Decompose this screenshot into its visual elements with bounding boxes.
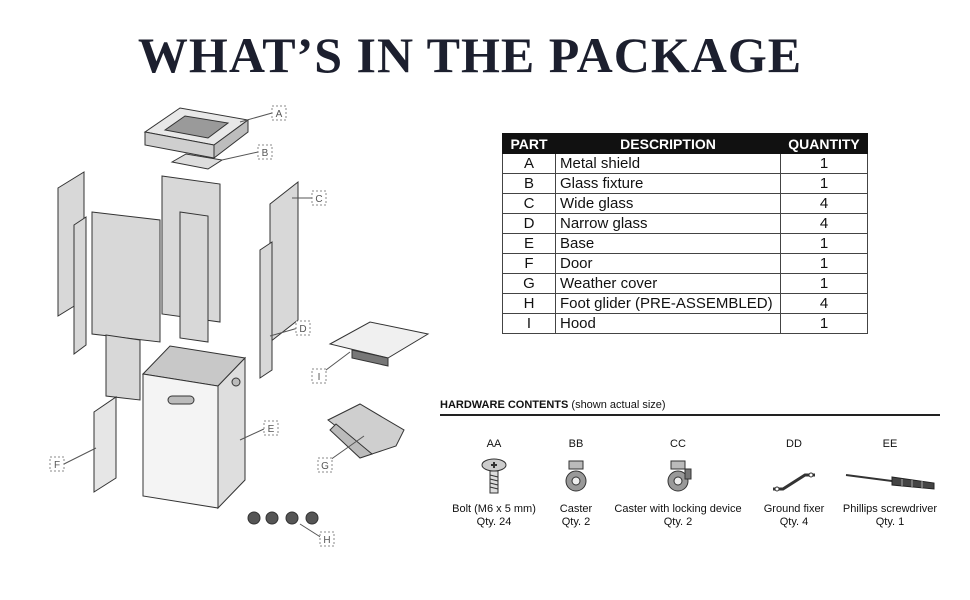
hardware-qty: Qty. 1 <box>875 516 905 528</box>
description-cell: Base <box>555 233 781 254</box>
part-cell: C <box>502 193 556 214</box>
parts-table-header: PART DESCRIPTION QUANTITY <box>502 133 868 154</box>
locking-caster-icon <box>667 460 692 492</box>
foot-gliders-part <box>247 511 319 525</box>
weather-cover-part <box>327 403 405 459</box>
diagram-label-g: G <box>321 461 329 472</box>
diagram-label-b: B <box>262 148 269 159</box>
header-description: DESCRIPTION <box>555 133 781 154</box>
hardware-qty: Qty. 2 <box>561 516 591 528</box>
quantity-cell: 1 <box>780 313 868 334</box>
screwdriver-icon <box>845 474 935 490</box>
part-cell: A <box>502 153 556 174</box>
quantity-cell: 1 <box>780 273 868 294</box>
ground-fixer-icon <box>773 472 815 492</box>
hardware-qty: Qty. 4 <box>779 516 809 528</box>
part-cell: B <box>502 173 556 194</box>
base-part <box>141 345 247 510</box>
quantity-cell: 4 <box>780 293 868 314</box>
hardware-item-screwdriver: EE Phillips screwdriver Qty. 1 <box>836 438 944 529</box>
diagram-label-h: H <box>323 535 330 546</box>
part-cell: I <box>502 313 556 334</box>
diagram-label-e: E <box>268 424 275 435</box>
description-cell: Glass fixture <box>555 173 781 194</box>
hardware-header-title: HARDWARE CONTENTS <box>440 399 569 411</box>
hardware-item-locking-caster: CC Caster with locking device Qty. 2 <box>610 438 746 529</box>
hardware-name: Bolt (M6 x 5 mm) <box>452 503 536 515</box>
hardware-code: BB <box>568 438 584 450</box>
hardware-name: Phillips screwdriver <box>842 503 938 515</box>
hardware-code: CC <box>670 438 686 450</box>
hardware-qty: Qty. 2 <box>663 516 693 528</box>
part-cell: E <box>502 233 556 254</box>
hardware-header: HARDWARE CONTENTS (shown actual size) <box>440 399 940 416</box>
hardware-header-note: (shown actual size) <box>571 399 666 411</box>
diagram-label-i: I <box>318 372 321 383</box>
quantity-cell: 1 <box>780 153 868 174</box>
quantity-cell: 4 <box>780 193 868 214</box>
description-cell: Wide glass <box>555 193 781 214</box>
part-cell: D <box>502 213 556 234</box>
diagram-label-d: D <box>299 324 306 335</box>
part-cell: G <box>502 273 556 294</box>
quantity-cell: 4 <box>780 213 868 234</box>
quantity-cell: 1 <box>780 233 868 254</box>
bolt-icon <box>481 458 507 494</box>
hardware-item-caster: BB Caster Qty. 2 <box>550 438 602 529</box>
door-part <box>93 396 117 493</box>
description-cell: Foot glider (PRE-ASSEMBLED) <box>555 293 781 314</box>
diagram-label-c: C <box>315 194 322 205</box>
description-cell: Hood <box>555 313 781 334</box>
diagram-label-f: F <box>54 460 60 471</box>
metal-shield-part <box>143 107 250 160</box>
quantity-cell: 1 <box>780 173 868 194</box>
part-cell: F <box>502 253 556 274</box>
hardware-code: AA <box>486 438 502 450</box>
description-cell: Door <box>555 253 781 274</box>
description-cell: Weather cover <box>555 273 781 294</box>
caster-icon <box>565 460 587 492</box>
header-quantity: QUANTITY <box>780 133 868 154</box>
description-cell: Metal shield <box>555 153 781 174</box>
hardware-code: EE <box>882 438 898 450</box>
diagram-label-a: A <box>276 109 283 120</box>
hardware-item-ground-fixer: DD Ground fixer Qty. 4 <box>756 438 832 529</box>
page-title: WHAT’S IN THE PACKAGE <box>137 27 803 83</box>
hardware-name: Ground fixer <box>763 503 825 515</box>
glass-panels <box>57 171 299 401</box>
description-cell: Narrow glass <box>555 213 781 234</box>
hardware-name: Caster with locking device <box>614 503 742 515</box>
exploded-diagram: A B C D E F G H I <box>49 105 430 547</box>
hardware-code: DD <box>786 438 802 450</box>
hardware-qty: Qty. 24 <box>476 516 512 528</box>
hood-part <box>328 321 430 367</box>
part-cell: H <box>502 293 556 314</box>
hardware-name: Caster <box>559 503 593 515</box>
hardware-item-bolt: AA Bolt (M6 x 5 mm) Qty. 24 <box>446 438 542 529</box>
header-part: PART <box>502 133 556 154</box>
quantity-cell: 1 <box>780 253 868 274</box>
